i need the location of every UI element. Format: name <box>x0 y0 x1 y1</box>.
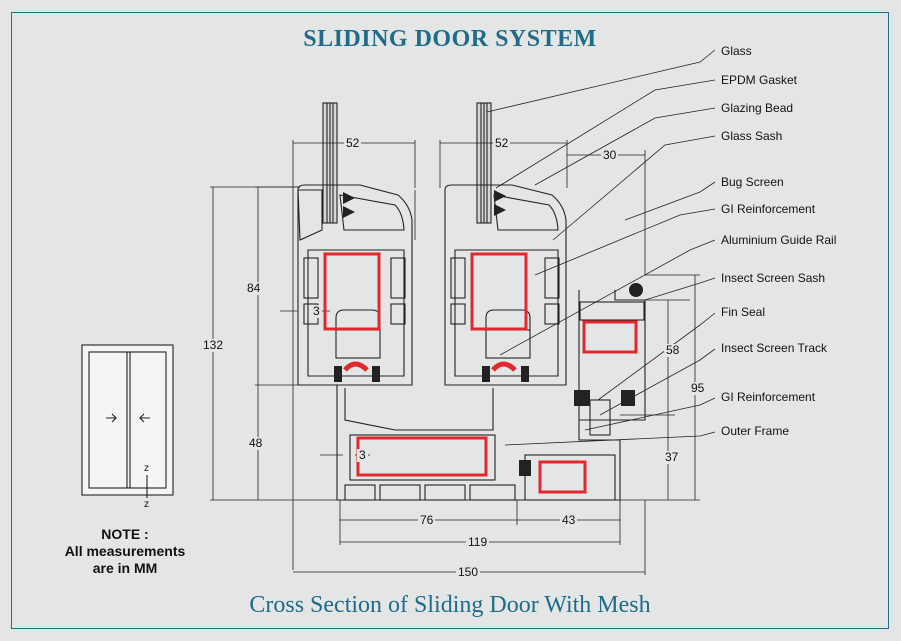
note-line-3: are in MM <box>92 560 158 576</box>
callout-fin-seal: Fin Seal <box>721 305 766 319</box>
right-sash-profile <box>444 184 567 386</box>
dimension-52-right: 52 <box>493 136 511 150</box>
dimension-3-lower: 3 <box>357 448 368 462</box>
dimension-132: 132 <box>201 338 226 352</box>
seals <box>334 190 643 476</box>
callout-bug-screen: Bug Screen <box>721 175 784 189</box>
dimension-52-left: 52 <box>344 136 362 150</box>
axis-label-bottom: z <box>144 499 149 510</box>
left-sash-profile <box>297 184 413 386</box>
callout-epdm-gasket: EPDM Gasket <box>721 73 798 87</box>
diagram-title: SLIDING DOOR SYSTEM <box>303 26 597 52</box>
glass-pane-right <box>476 102 492 224</box>
callout-glass-sash: Glass Sash <box>721 129 783 143</box>
dimension-48: 48 <box>247 436 265 450</box>
border-frame <box>11 12 889 629</box>
glass-pane-left <box>322 102 338 224</box>
callout-insect-screen-sash: Insect Screen Sash <box>721 271 826 285</box>
note-heading: NOTE : <box>101 526 149 542</box>
gi-reinforcement <box>323 252 638 494</box>
dimension-95: 95 <box>689 381 707 395</box>
callout-aluminium-guide-rail: Aluminium Guide Rail <box>721 233 837 247</box>
dimension-84: 84 <box>245 281 263 295</box>
dimension-76: 76 <box>418 513 436 527</box>
callout-glass: Glass <box>721 44 752 58</box>
dimension-37: 37 <box>663 450 681 464</box>
door-elevation-icon <box>81 344 174 498</box>
dimension-30: 30 <box>601 148 619 162</box>
callout-gi-reinforcement-1: GI Reinforcement <box>721 202 816 216</box>
dimension-43: 43 <box>560 513 578 527</box>
leader-lines <box>486 49 716 446</box>
axis-label-top: z <box>144 463 149 474</box>
callout-glazing-bead: Glazing Bead <box>721 101 794 115</box>
diagram-subtitle: Cross Section of Sliding Door With Mesh <box>249 592 651 618</box>
dimension-150: 150 <box>456 565 481 579</box>
dimension-58: 58 <box>664 343 682 357</box>
callout-insect-screen-track: Insect Screen Track <box>721 341 828 355</box>
note-line-2: All measurements <box>64 543 186 559</box>
dimension-119: 119 <box>466 535 490 549</box>
callout-outer-frame: Outer Frame <box>721 424 790 438</box>
callout-gi-reinforcement-2: GI Reinforcement <box>721 390 816 404</box>
dimension-3-upper: 3 <box>311 304 322 318</box>
measurement-note: NOTE : All measurements are in MM <box>40 526 210 577</box>
